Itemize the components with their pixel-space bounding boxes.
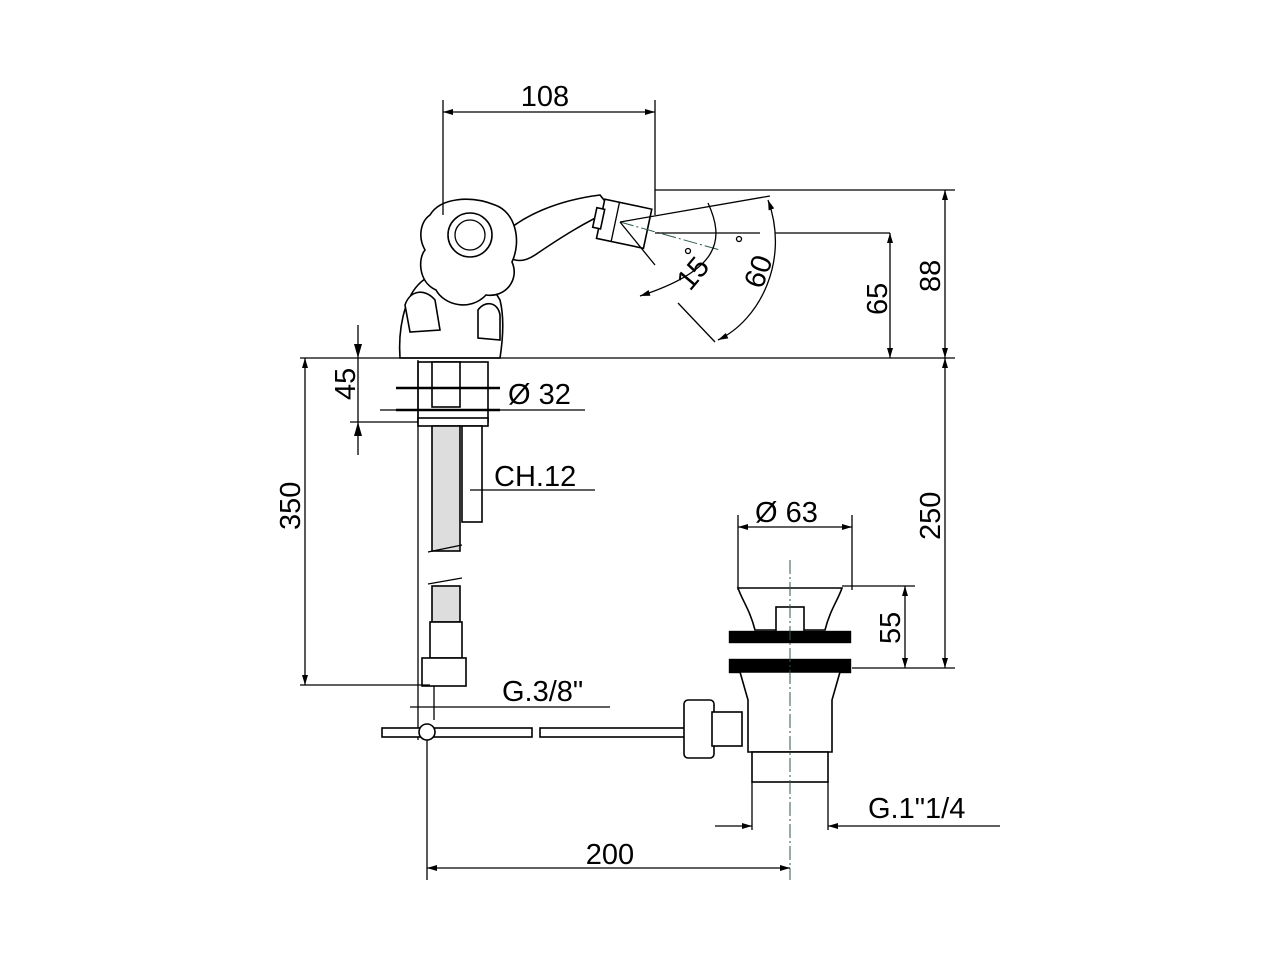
dimension-label: 55 xyxy=(875,612,907,644)
dimension-drain: Ø 63 55 250 xyxy=(737,358,955,669)
dimension-label: Ø 32 xyxy=(508,379,571,411)
degree-mark xyxy=(684,247,692,255)
dimension-label: 250 xyxy=(915,492,947,540)
angle-15-label: 15 xyxy=(671,251,716,296)
degree-mark xyxy=(735,235,743,243)
angle-60-label: 60 xyxy=(739,251,780,292)
dimension-108: 108 xyxy=(442,81,656,215)
spray-angles: 15 60 xyxy=(619,195,890,343)
faucet-body xyxy=(398,194,653,359)
dimension-label: G.1"1/4 xyxy=(868,793,965,825)
dimension-inlet: G.3/8" xyxy=(410,676,610,708)
dimension-outlet: G.1"1/4 xyxy=(715,782,1000,830)
dimension-label: G.3/8" xyxy=(502,676,583,708)
dimension-base: 45 Ø 32 CH.12 xyxy=(330,325,595,493)
dimension-200: 200 xyxy=(426,740,790,880)
dimension-label: CH.12 xyxy=(494,461,576,493)
pop-up-rod xyxy=(381,699,743,759)
dimension-label: 108 xyxy=(521,81,569,113)
base-and-hose xyxy=(396,360,500,740)
dimension-label: 65 xyxy=(862,283,894,315)
dimension-label: 200 xyxy=(586,839,634,871)
dimension-label: 45 xyxy=(330,368,362,400)
dimension-label: 350 xyxy=(275,482,307,530)
dimension-label: Ø 63 xyxy=(755,497,818,529)
dimension-88-65: 88 65 xyxy=(300,189,955,359)
dimension-350: 350 xyxy=(275,358,430,686)
drain xyxy=(728,560,852,880)
dimension-label: 88 xyxy=(915,260,947,292)
